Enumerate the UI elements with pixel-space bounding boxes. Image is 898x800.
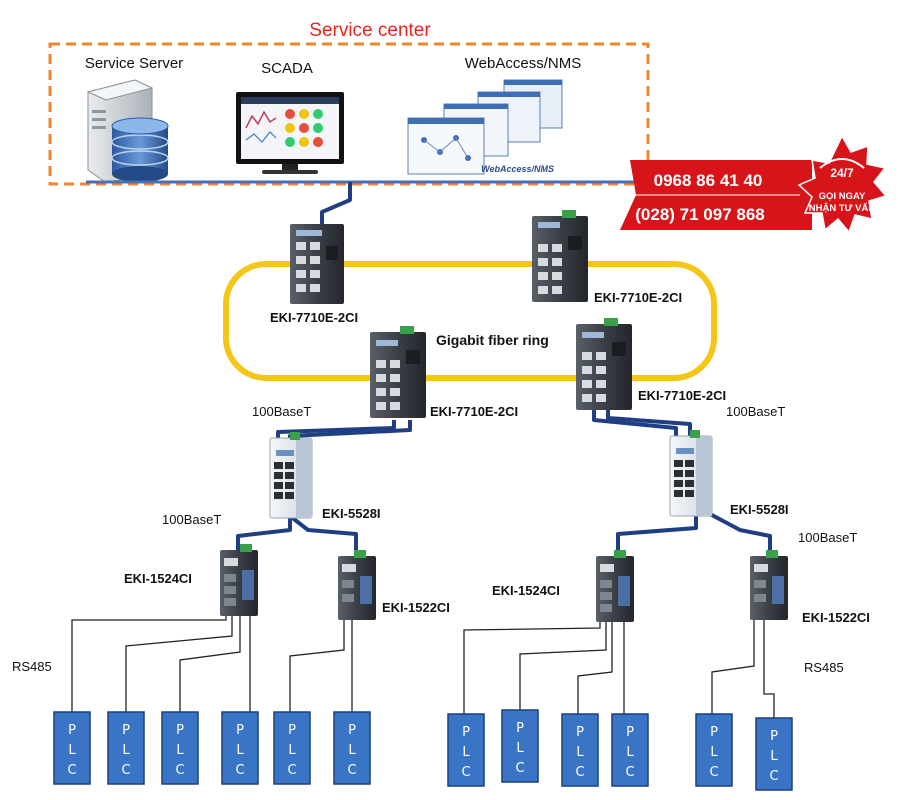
label-serial-l1: EKI-1524CI xyxy=(124,571,192,586)
plc-letter: P xyxy=(288,723,296,738)
plc-letter: P xyxy=(68,723,76,738)
label-100baset-right-lower: 100BaseT xyxy=(798,530,857,545)
plc-letter: P xyxy=(516,721,524,736)
service-server-label: Service Server xyxy=(85,55,183,72)
switch-mid-right xyxy=(576,318,632,410)
promo-banner: 0968 86 41 40 (028) 71 097 868 24/7 GỌI … xyxy=(620,134,888,234)
label-switch-top-right: EKI-7710E-2CI xyxy=(594,290,682,305)
switch-mid-left xyxy=(370,326,426,418)
plc-letter: L xyxy=(626,745,634,760)
plc-box: PLC xyxy=(755,717,793,791)
ring-label: Gigabit fiber ring xyxy=(436,332,549,348)
plc-box: PLC xyxy=(107,711,145,785)
label-rs485-right: RS485 xyxy=(804,660,844,675)
plc-letter: L xyxy=(176,743,184,758)
scada-label: SCADA xyxy=(261,60,313,77)
plc-box: PLC xyxy=(53,711,91,785)
plc-letter: L xyxy=(122,743,130,758)
serial-server-right-1524 xyxy=(596,550,634,622)
plc-letter: C xyxy=(121,763,130,778)
plc-letter: L xyxy=(68,743,76,758)
plc-letter: L xyxy=(770,749,778,764)
label-rs485-left: RS485 xyxy=(12,659,52,674)
rs485-wires xyxy=(71,616,775,718)
plc-box: PLC xyxy=(561,713,599,787)
badge-line-2: NHẬN TƯ VẤN xyxy=(809,202,876,214)
plc-box: PLC xyxy=(161,711,199,785)
plc-letter: P xyxy=(770,729,778,744)
plc-letter: P xyxy=(236,723,244,738)
label-switch-5528-right: EKI-5528I xyxy=(730,502,789,517)
switch-top-left xyxy=(290,224,344,304)
label-switch-mid-left: EKI-7710E-2CI xyxy=(430,404,518,419)
switch-5528-left xyxy=(269,432,313,519)
plc-letter: L xyxy=(710,745,718,760)
database-icon xyxy=(111,117,169,182)
plc-letter: L xyxy=(516,741,524,756)
plc-letter: P xyxy=(576,725,584,740)
plc-letter: C xyxy=(625,765,634,780)
switch-top-right xyxy=(532,210,588,302)
label-serial-r2: EKI-1522CI xyxy=(802,610,870,625)
label-switch-5528-left: EKI-5528I xyxy=(322,506,381,521)
scada-monitor-icon xyxy=(236,92,344,174)
label-100baset-left-lower: 100BaseT xyxy=(162,512,221,527)
promo-phone-2: (028) 71 097 868 xyxy=(635,205,765,224)
serial-server-right-1522 xyxy=(750,550,788,620)
plc-letter: P xyxy=(710,725,718,740)
webaccess-label: WebAccess/NMS xyxy=(465,55,581,72)
label-serial-r1: EKI-1524CI xyxy=(492,583,560,598)
service-center-title: Service center xyxy=(309,20,431,41)
plc-letter: C xyxy=(769,769,778,784)
plc-letter: L xyxy=(462,745,470,760)
plc-letter: L xyxy=(348,743,356,758)
plc-letter: C xyxy=(575,765,584,780)
plc-letter: C xyxy=(515,761,524,776)
plc-letter: P xyxy=(176,723,184,738)
plc-letter: L xyxy=(288,743,296,758)
plc-box: PLC xyxy=(221,711,259,785)
promo-phone-1: 0968 86 41 40 xyxy=(654,171,763,190)
plc-box: PLC xyxy=(447,713,485,787)
label-switch-mid-right: EKI-7710E-2CI xyxy=(638,388,726,403)
plc-letter: L xyxy=(236,743,244,758)
plc-letter: C xyxy=(347,763,356,778)
plc-letter: P xyxy=(626,725,634,740)
plc-box: PLC xyxy=(695,713,733,787)
label-serial-l2: EKI-1522CI xyxy=(382,600,450,615)
plc-letter: L xyxy=(576,745,584,760)
label-100baset-left-upper: 100BaseT xyxy=(252,404,311,419)
plc-letter: P xyxy=(122,723,130,738)
plc-letter: C xyxy=(67,763,76,778)
promo-badge xyxy=(797,134,888,234)
badge-line-1: GỌI NGAY xyxy=(819,191,866,202)
plc-box: PLC xyxy=(273,711,311,785)
plc-box: PLC xyxy=(611,713,649,787)
plc-box: PLC xyxy=(501,709,539,783)
plc-letter: P xyxy=(348,723,356,738)
gigabit-fiber-ring xyxy=(223,261,717,381)
plc-letter: C xyxy=(235,763,244,778)
label-switch-top-left: EKI-7710E-2CI xyxy=(270,310,358,325)
plc-letter: P xyxy=(462,725,470,740)
plc-letter: C xyxy=(175,763,184,778)
webaccess-caption: WebAccess/NMS xyxy=(481,164,554,174)
plc-letter: C xyxy=(287,763,296,778)
serial-server-left-1524 xyxy=(220,544,258,616)
switch-5528-right xyxy=(669,430,713,517)
phone-24-7-icon: 24/7 xyxy=(819,158,865,180)
webaccess-screens-icon: WebAccess/NMS xyxy=(407,79,563,175)
plc-box: PLC xyxy=(333,711,371,785)
serial-server-left-1522 xyxy=(338,550,376,620)
badge-24-7: 24/7 xyxy=(830,166,854,180)
plc-letter: C xyxy=(461,765,470,780)
label-100baset-right-upper: 100BaseT xyxy=(726,404,785,419)
plc-letter: C xyxy=(709,765,718,780)
